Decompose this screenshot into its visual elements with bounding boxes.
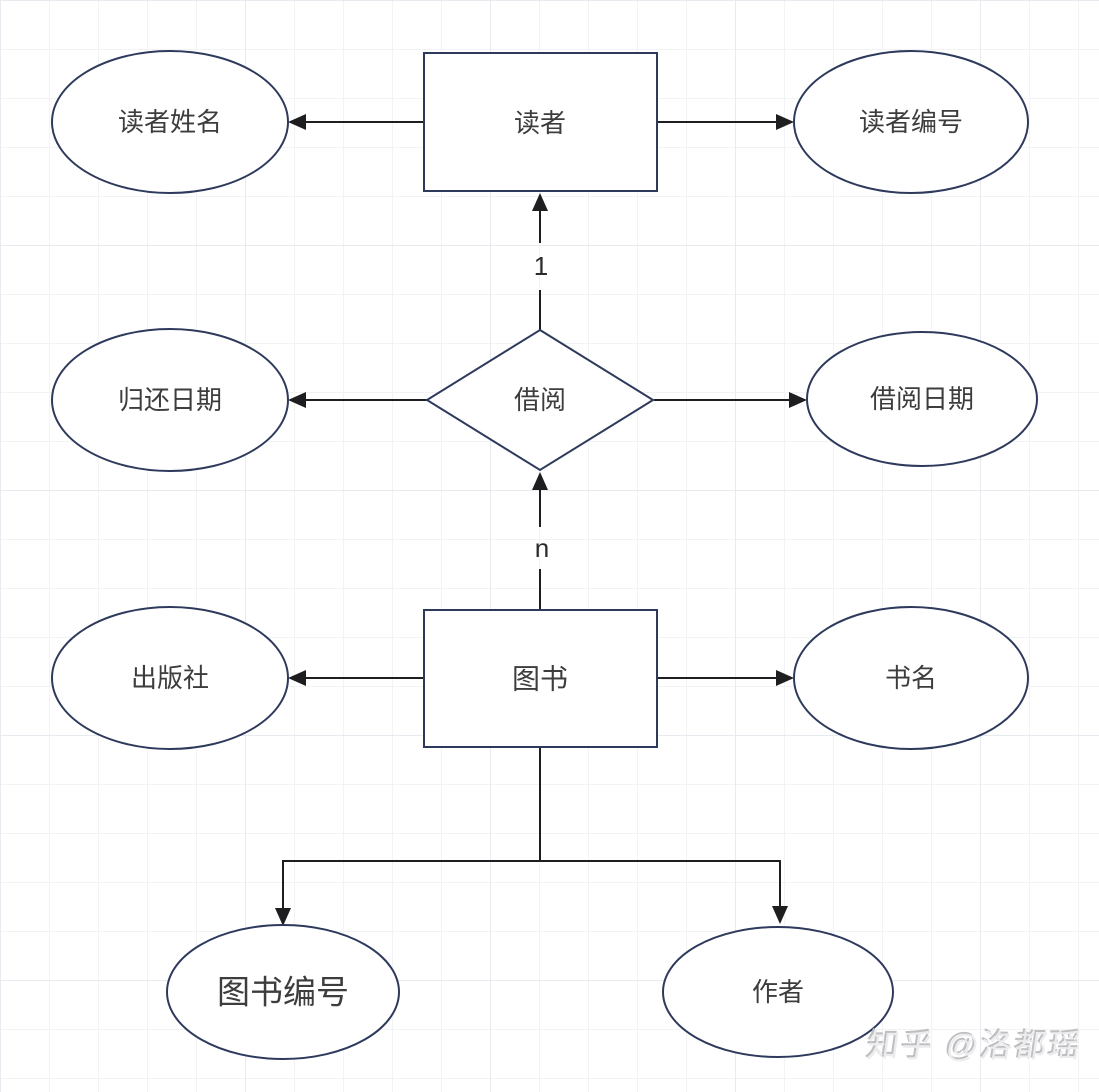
arrowhead-left-publisher — [288, 670, 306, 686]
attribute-borrow-date-label: 借阅日期 — [870, 384, 974, 414]
attribute-book-id: 图书编号 — [166, 924, 400, 1060]
entity-book-label: 图书 — [512, 664, 568, 695]
cardinality-label-reader-side: 1 — [534, 251, 548, 281]
attribute-reader-name: 读者姓名 — [51, 50, 289, 194]
attribute-book-title-label: 书名 — [885, 663, 937, 693]
arrowhead-right-borrow-date — [789, 392, 807, 408]
arrowhead-down-author — [772, 906, 788, 924]
attribute-reader-id-ellipse — [793, 50, 1029, 194]
attribute-publisher-ellipse — [51, 606, 289, 750]
arrowhead-up-borrow — [532, 472, 548, 490]
arrowhead-up-reader — [532, 193, 548, 211]
attribute-borrow-date-ellipse — [806, 331, 1038, 467]
attribute-author-ellipse — [662, 926, 894, 1058]
zhihu-watermark: 知乎 @洛都瑶 — [865, 1028, 1085, 1064]
attribute-publisher: 出版社 — [51, 606, 289, 750]
arrowhead-right-book-title — [776, 670, 794, 686]
edge-layer — [275, 114, 807, 926]
entity-reader: 读者 — [423, 52, 658, 192]
entity-reader-box — [423, 52, 658, 192]
entity-book: 图书 — [423, 609, 658, 748]
attribute-reader-id: 读者编号 — [793, 50, 1029, 194]
attribute-borrow-date: 借阅日期 — [806, 331, 1038, 467]
attribute-author: 作者 — [662, 926, 894, 1058]
entity-book-box — [423, 609, 658, 748]
attribute-return-date: 归还日期 — [51, 328, 289, 472]
arrowhead-down-book-id — [275, 908, 291, 926]
arrowhead-left-return-date — [288, 392, 306, 408]
attribute-return-date-label: 归还日期 — [118, 385, 222, 415]
relationship-borrow-label: 借阅 — [514, 385, 566, 415]
relationship-borrow: 借阅 — [425, 328, 655, 472]
relationship-borrow-diamond — [425, 328, 655, 472]
attribute-book-title-ellipse — [793, 606, 1029, 750]
entity-reader-label: 读者 — [514, 108, 566, 138]
attribute-book-title: 书名 — [793, 606, 1029, 750]
attribute-return-date-ellipse — [51, 328, 289, 472]
cardinality-label-book-side: n — [535, 533, 549, 563]
attribute-book-id-label: 图书编号 — [217, 974, 349, 1011]
attribute-publisher-label: 出版社 — [131, 663, 209, 693]
arrowhead-left-reader-name — [288, 114, 306, 130]
attribute-reader-name-ellipse — [51, 50, 289, 194]
attribute-reader-name-label: 读者姓名 — [118, 107, 222, 137]
arrowhead-right-reader-id — [776, 114, 794, 130]
attribute-reader-id-label: 读者编号 — [859, 107, 963, 137]
attribute-book-id-ellipse — [166, 924, 400, 1060]
attribute-author-label: 作者 — [752, 977, 804, 1007]
